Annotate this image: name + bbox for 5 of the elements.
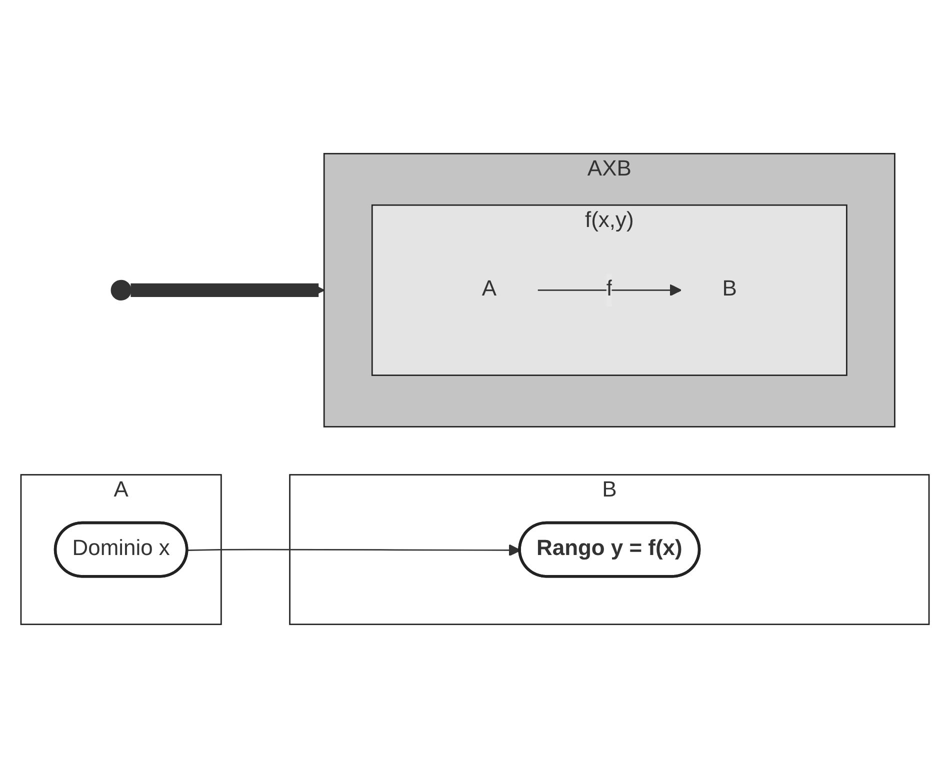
node-text: A	[482, 278, 497, 302]
arrow	[538, 284, 682, 296]
node-text: B	[722, 278, 737, 302]
arrow	[130, 283, 325, 298]
edge-label: f	[606, 278, 612, 302]
